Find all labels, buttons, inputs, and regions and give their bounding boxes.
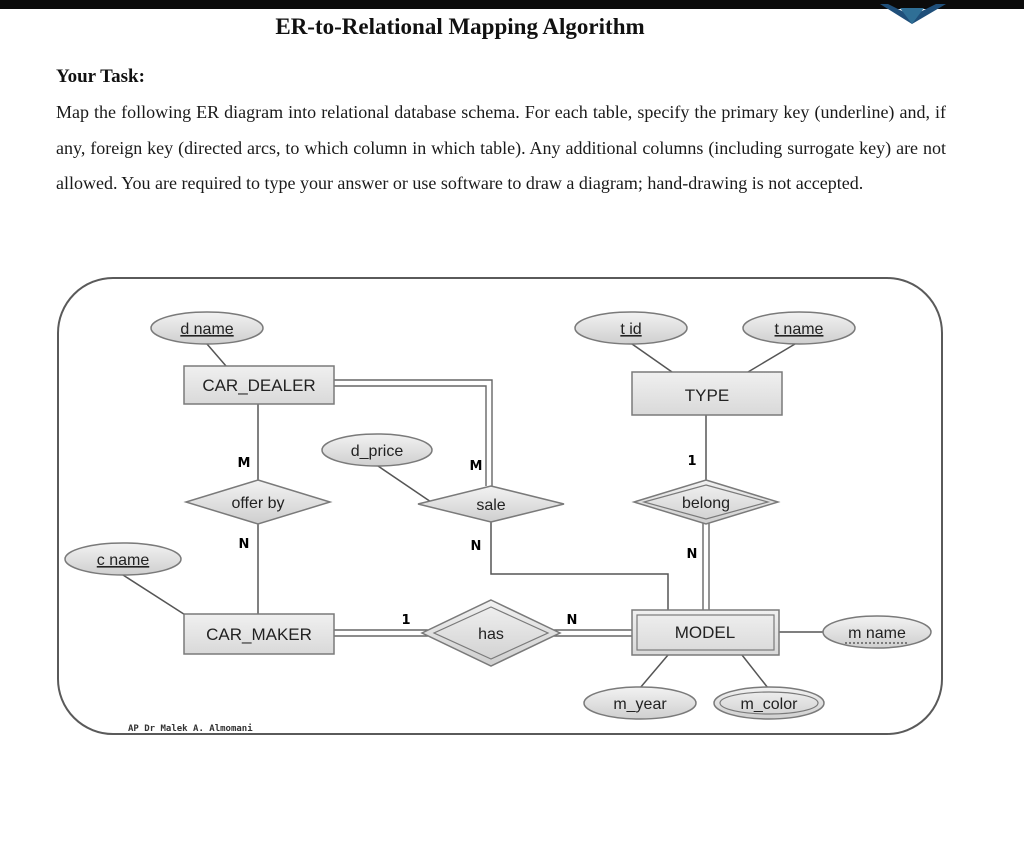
attribute-c-name: c name xyxy=(64,542,182,576)
relationship-offer-by: offer by xyxy=(183,479,333,525)
attribute-label: c name xyxy=(97,552,150,569)
task-description: Map the following ER diagram into relati… xyxy=(56,102,946,193)
relationship-label: has xyxy=(478,626,504,643)
entity-car-dealer: CAR_DEALER xyxy=(183,365,335,405)
logo-icon xyxy=(880,4,946,24)
attribute-m-color: m_color xyxy=(713,686,825,720)
attribute-label: m name xyxy=(848,625,906,642)
attribute-label: d name xyxy=(180,321,233,338)
entity-car-maker: CAR_MAKER xyxy=(183,613,335,655)
cardinality-offer-by-top: M xyxy=(238,456,251,471)
cardinality-labels: M N M N 1 N 1 N xyxy=(238,454,698,628)
attribute-label: t name xyxy=(775,321,824,338)
attribute-t-name: t name xyxy=(742,311,856,345)
cardinality-sale-top: M xyxy=(470,459,483,474)
cardinality-belong-top: 1 xyxy=(687,454,696,469)
entity-type: TYPE xyxy=(631,371,783,416)
cardinality-belong-bottom: N xyxy=(687,547,698,562)
entity-label: MODEL xyxy=(675,623,735,642)
relationship-has: has xyxy=(420,599,562,667)
cardinality-has-right: N xyxy=(567,613,578,628)
entity-label: CAR_MAKER xyxy=(206,625,312,644)
relationship-belong: belong xyxy=(631,479,781,525)
attribute-m-name: m name xyxy=(822,615,932,649)
double-lines xyxy=(334,379,710,637)
attribute-d-price: d_price xyxy=(321,433,433,467)
cardinality-sale-bottom: N xyxy=(471,539,482,554)
relationship-label: belong xyxy=(682,495,730,512)
page-title: ER-to-Relational Mapping Algorithm xyxy=(275,14,645,39)
cardinality-has-left: 1 xyxy=(401,613,410,628)
cardinality-offer-by-bottom: N xyxy=(239,537,250,552)
er-diagram: CAR_DEALER CAR_MAKER TYPE MODEL offer by… xyxy=(57,277,943,735)
relationship-label: offer by xyxy=(231,495,284,512)
author-credit: AP Dr Malek A. Almomani xyxy=(128,723,253,734)
top-bar xyxy=(0,0,1024,9)
connector-lines xyxy=(122,343,826,689)
attribute-m-year: m_year xyxy=(583,686,697,720)
relationship-sale: sale xyxy=(417,485,565,523)
attribute-d-name: d name xyxy=(150,311,264,345)
entity-model: MODEL xyxy=(631,609,780,656)
attribute-label: d_price xyxy=(351,443,404,460)
task-heading: Your Task: xyxy=(56,66,145,87)
attribute-label: m_year xyxy=(613,696,667,713)
attribute-label: t id xyxy=(620,321,641,338)
attribute-label: m_color xyxy=(741,696,799,713)
attribute-t-id: t id xyxy=(574,311,688,345)
entity-label: CAR_DEALER xyxy=(202,376,315,395)
entity-label: TYPE xyxy=(685,386,729,405)
relationship-label: sale xyxy=(476,497,505,514)
